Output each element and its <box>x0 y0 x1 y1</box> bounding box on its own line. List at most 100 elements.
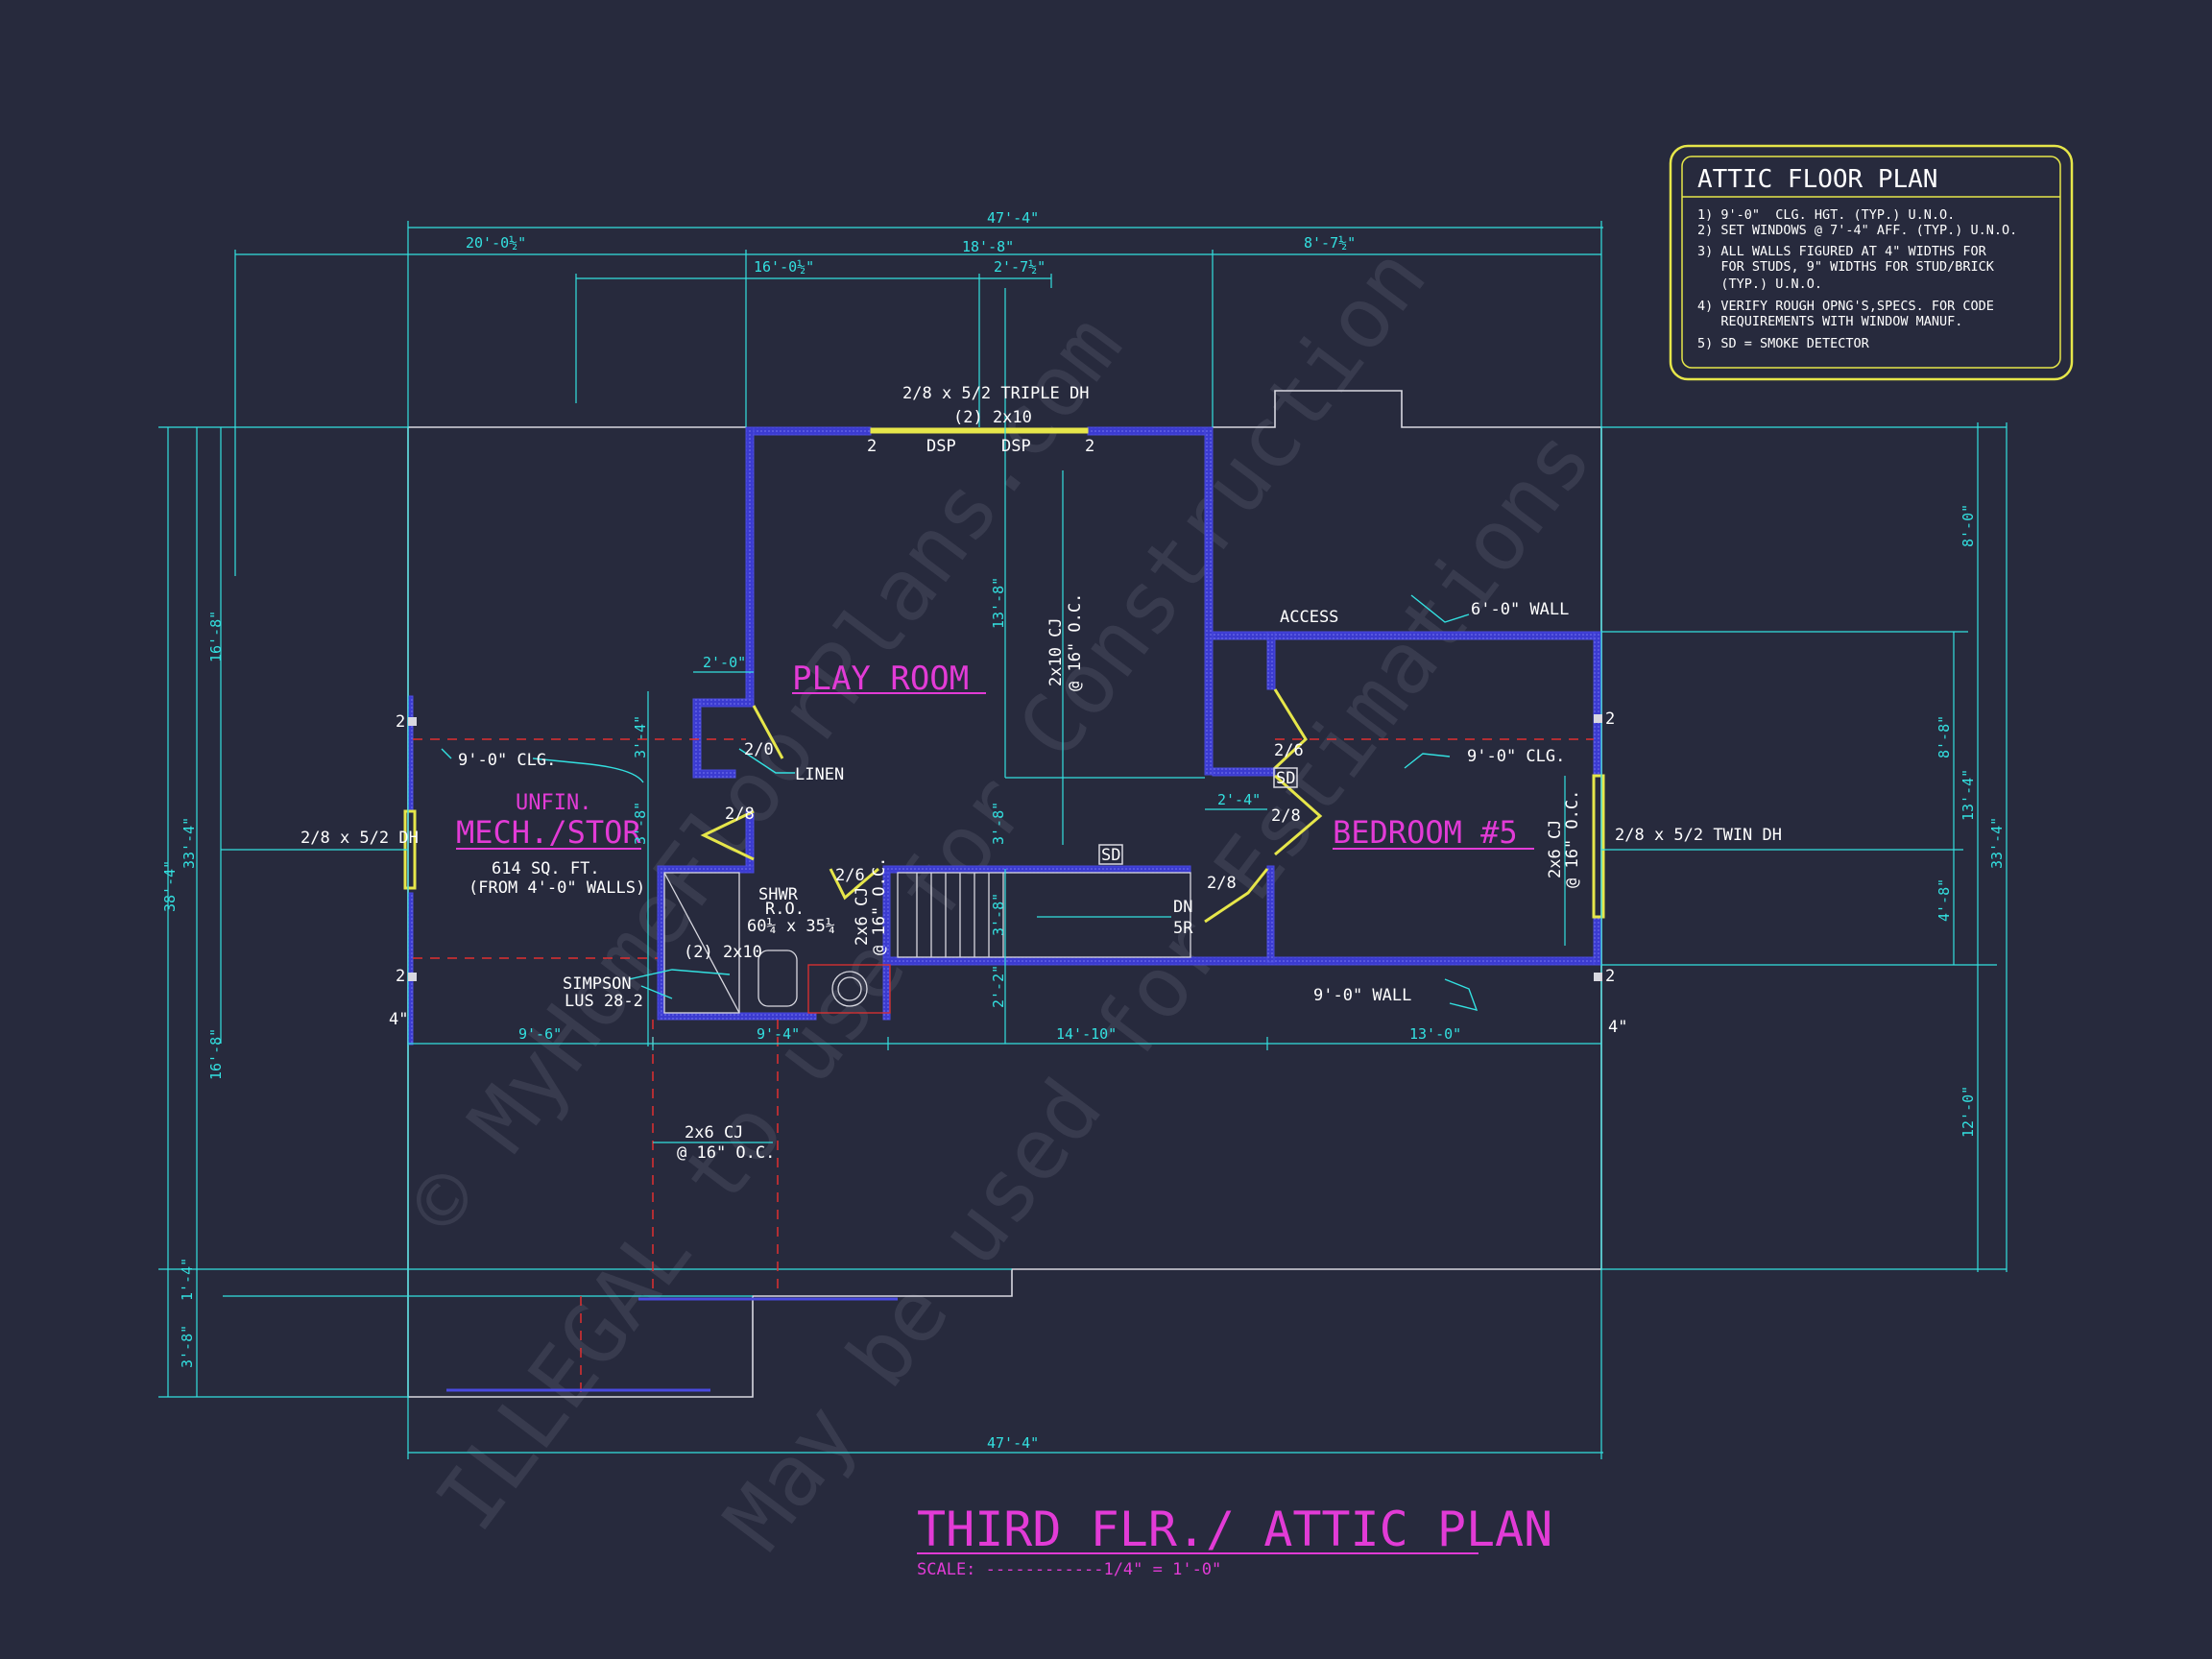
bedroom-label: BEDROOM #5 <box>1333 814 1518 851</box>
sd-bedroom-label: SD <box>1276 769 1295 788</box>
dim-right-33-4: 33'-4" <box>1988 817 2006 869</box>
triple-dh-label: 2/8 x 5/2 TRIPLE DH <box>902 384 1089 403</box>
window-count-right: 2 <box>1085 437 1094 456</box>
notes-title: ATTIC FLOOR PLAN <box>1697 165 1937 194</box>
dim-14-10: 14'-10" <box>1056 1025 1117 1043</box>
dim-overall-bottom: 47'-4" <box>987 1434 1039 1452</box>
door-2-6-a-label: 2/6 <box>835 866 865 885</box>
door-2-8-b-label: 2/8 <box>1271 806 1301 826</box>
title-block: THIRD FLR./ ATTIC PLAN SCALE: ----------… <box>917 1502 1552 1579</box>
four-inch-right: 4" <box>1608 1018 1627 1037</box>
doors <box>700 688 1323 924</box>
window-count-left: 2 <box>867 437 877 456</box>
dimension-lines <box>158 221 2008 1459</box>
ceiling-break-lines <box>413 738 1594 1392</box>
note-2: 2) SET WINDOWS @ 7'-4" AFF. (TYP.) U.N.O… <box>1697 223 2017 238</box>
dim-center-2-2: 2'-2" <box>990 965 1007 1008</box>
dim-right-4-8: 4'-8" <box>1936 878 1953 922</box>
dim-right-8-0: 8'-0" <box>1960 504 1977 547</box>
dn-label: DN <box>1173 898 1192 917</box>
lus-label: LUS 28-2 <box>565 992 643 1011</box>
note-3c: (TYP.) U.N.O. <box>1697 276 1822 292</box>
dim-overall-top: 47'-4" <box>987 209 1039 227</box>
note-5: 5) SD = SMOKE DETECTOR <box>1697 336 1870 351</box>
notes-panel: ATTIC FLOOR PLAN 1) 9'-0" CLG. HGT. (TYP… <box>1669 144 2074 381</box>
dim-left-3-8: 3'-8" <box>179 1325 196 1368</box>
cj-2x6-bath-spacing: @ 16" O.C. <box>870 857 889 955</box>
cj-2x10-label: 2x10 CJ <box>1046 617 1066 686</box>
dim-9-6: 9'-6" <box>518 1025 562 1043</box>
note-4: 4) VERIFY ROUGH OPNG'S,SPECS. FOR CODE <box>1697 299 1994 314</box>
dim-18-8: 18'-8" <box>962 238 1014 255</box>
dim-left-16-8-bot: 16'-8" <box>207 1028 225 1080</box>
twin-dh-label: 2/8 x 5/2 TWIN DH <box>1615 826 1782 845</box>
dsp-right-label: DSP <box>1001 437 1031 456</box>
door-2-8-c-label: 2/8 <box>1207 874 1237 893</box>
bath-fixtures <box>663 872 891 1014</box>
dim-2-0: 2'-0" <box>703 654 746 671</box>
header-2x10-label: (2) 2x10 <box>953 408 1032 427</box>
dim-left-33-4: 33'-4" <box>180 817 198 869</box>
note-3: 3) ALL WALLS FIGURED AT 4" WIDTHS FOR <box>1697 244 1987 259</box>
cj-2x6-bedroom-spacing: @ 16" O.C. <box>1563 790 1582 888</box>
dsp-left-label: DSP <box>926 437 956 456</box>
window-count-mech-bottom: 2 <box>396 967 405 986</box>
sd-stair-label: SD <box>1101 846 1120 865</box>
dim-center-3-8a: 3'-8" <box>632 802 649 845</box>
room-labels: PLAY ROOM UNFIN. MECH./STOR 614 SQ. FT. … <box>456 660 1534 898</box>
door-2-6-b-label: 2/6 <box>1274 741 1304 760</box>
header-2x10-b-label: (2) 2x10 <box>684 943 762 962</box>
note-4b: REQUIREMENTS WITH WINDOW MANUF. <box>1697 314 1962 329</box>
wall-6-label: 6'-0" WALL <box>1471 600 1569 619</box>
area-label: 614 SQ. FT. <box>492 859 600 878</box>
dim-2-7: 2'-7½" <box>994 258 1046 276</box>
dim-left-38-4: 38'-4" <box>161 860 179 912</box>
window-count-mech-top: 2 <box>396 712 405 732</box>
shwr-label: SHWR <box>758 885 799 904</box>
dimension-labels: 47'-4" 47'-4" 20'-0½" 18'-8" 8'-7½" 16'-… <box>161 209 2006 1452</box>
cj-2x6-lower-spacing: @ 16" O.C. <box>677 1143 775 1163</box>
plan-scale: SCALE: ------------1/4" = 1'-0" <box>917 1560 1221 1579</box>
note-1: 1) 9'-0" CLG. HGT. (TYP.) U.N.O. <box>1697 207 1955 223</box>
dim-center-13-8: 13'-8" <box>990 577 1007 629</box>
access-label: ACCESS <box>1280 608 1338 627</box>
dim-center-3-4: 3'-4" <box>632 715 649 758</box>
cj-2x6-bedroom-label: 2x6 CJ <box>1546 820 1565 878</box>
cj-2x6-bath-label: 2x6 CJ <box>853 887 872 946</box>
play-room-label: PLAY ROOM <box>792 660 969 698</box>
simpson-label: SIMPSON <box>563 974 632 994</box>
four-inch-left: 4" <box>389 1010 408 1029</box>
dim-right-8-8: 8'-8" <box>1936 715 1953 758</box>
dim-20-0: 20'-0½" <box>466 234 526 252</box>
dim-left-1-4: 1'-4" <box>179 1258 196 1301</box>
beams <box>446 1297 898 1392</box>
unfin-label: UNFIN. <box>516 791 591 815</box>
clg-right-label: 9'-0" CLG. <box>1467 747 1565 766</box>
dim-8-7: 8'-7½" <box>1304 234 1356 252</box>
linen-label: LINEN <box>795 765 844 784</box>
ro-label: R.O. <box>765 900 805 919</box>
wall-9-label: 9'-0" WALL <box>1313 986 1411 1005</box>
stairs <box>897 872 1191 958</box>
annotations: 2/8 x 5/2 TRIPLE DH (2) 2x10 DSP DSP 2 2… <box>301 384 1782 1163</box>
dim-2-4: 2'-4" <box>1217 791 1261 808</box>
dim-9-4: 9'-4" <box>757 1025 800 1043</box>
dim-center-3-8b: 3'-8" <box>990 802 1007 845</box>
dim-16-0: 16'-0½" <box>754 258 814 276</box>
dim-center-3-8c: 3'-8" <box>990 893 1007 936</box>
dh-left-label: 2/8 x 5/2 DH <box>301 829 419 848</box>
corner-markers <box>408 714 1602 981</box>
cj-2x6-lower-label: 2x6 CJ <box>685 1123 743 1142</box>
door-2-8-a-label: 2/8 <box>725 805 755 824</box>
dim-left-16-8-top: 16'-8" <box>207 611 225 662</box>
leader-lines <box>441 594 1479 1011</box>
dim-right-13-4: 13'-4" <box>1960 769 1977 821</box>
area-note-label: (FROM 4'-0" WALLS) <box>469 878 645 898</box>
window-count-bed-top: 2 <box>1605 709 1615 729</box>
window-count-bed-bottom: 2 <box>1605 967 1615 986</box>
note-3b: FOR STUDS, 9" WIDTHS FOR STUD/BRICK <box>1697 259 1995 275</box>
mech-stor-label: MECH./STOR <box>456 814 641 851</box>
smoke-detectors <box>1098 767 1298 865</box>
plan-title: THIRD FLR./ ATTIC PLAN <box>917 1502 1552 1557</box>
